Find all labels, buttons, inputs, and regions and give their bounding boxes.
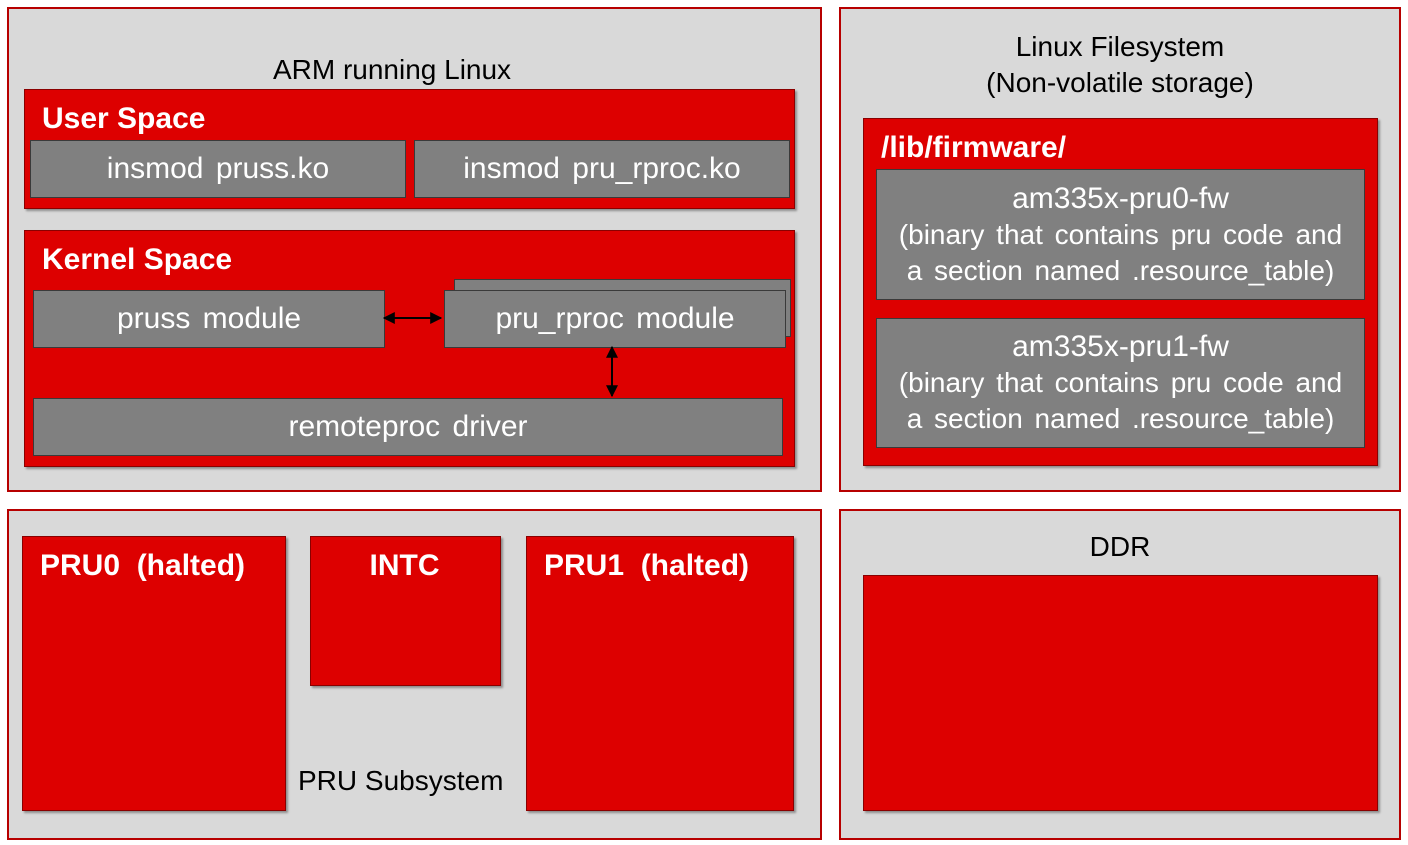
user-space-box: User Space insmod pruss.ko insmod pru_rp… (24, 89, 795, 209)
insmod-pruss-box: insmod pruss.ko (30, 140, 406, 198)
pru-rproc-module-box: pru_rproc module (444, 290, 786, 348)
pru0-title: PRU0 (halted) (40, 549, 246, 582)
ddr-memory-box (863, 575, 1378, 811)
arm-linux-title: ARM running Linux (272, 54, 512, 85)
pru1-box: PRU1 (halted) (526, 536, 794, 811)
kernel-space-box: Kernel Space pruss module pru_rproc modu… (24, 230, 795, 467)
filesystem-title-line1: Linux Filesystem (1015, 31, 1225, 62)
pru0-box: PRU0 (halted) (22, 536, 286, 811)
intc-title: INTC (369, 549, 440, 582)
arm-linux-panel: ARM running Linux User Space insmod prus… (7, 7, 822, 492)
pru1-title: PRU1 (halted) (544, 549, 750, 582)
firmware-name-pru1: am335x-pru1-fw (1012, 330, 1229, 363)
firmware-desc-pru0-line1: (binary that contains pru code and (898, 218, 1343, 250)
filesystem-title-line2: (Non-volatile storage) (986, 67, 1254, 98)
pruss-module-box: pruss module (33, 290, 385, 348)
ddr-title: DDR (1089, 531, 1151, 562)
linux-filesystem-panel: Linux Filesystem (Non-volatile storage) … (839, 7, 1401, 492)
remoteproc-driver-box: remoteproc driver (33, 398, 783, 456)
insmod-pru-rproc-box: insmod pru_rproc.ko (414, 140, 790, 198)
firmware-desc-pru1-line2: a section named .resource_table) (906, 403, 1335, 434)
pru-subsystem-label: PRU Subsystem (298, 765, 504, 796)
firmware-name-pru0: am335x-pru0-fw (1012, 181, 1229, 215)
kernel-space-title: Kernel Space (42, 243, 233, 276)
user-space-title: User Space (42, 102, 206, 135)
firmware-desc-pru0-line2: a section named .resource_table) (906, 254, 1335, 286)
lib-firmware-box: /lib/firmware/ am335x-pru0-fw (binary th… (863, 118, 1378, 466)
firmware-desc-pru1-line1: (binary that contains pru code and (898, 367, 1343, 398)
firmware-file-pru1: am335x-pru1-fw (binary that contains pru… (876, 318, 1365, 448)
ddr-panel: DDR (839, 509, 1401, 840)
pru-subsystem-panel: PRU0 (halted) INTC PRU1 (halted) PRU Sub… (7, 509, 822, 840)
firmware-file-pru0: am335x-pru0-fw (binary that contains pru… (876, 169, 1365, 300)
intc-box: INTC (310, 536, 501, 686)
lib-firmware-title: /lib/firmware/ (881, 131, 1067, 164)
